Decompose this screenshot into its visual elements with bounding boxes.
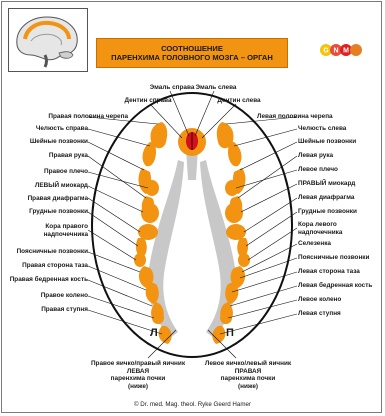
bottom-left-line-3: паренхима почки xyxy=(78,375,198,383)
left-label-right-shoulder: Правое плечо xyxy=(4,168,88,175)
right-label-left-knee: Левое колено xyxy=(298,296,341,303)
side-letter-right: П xyxy=(226,330,234,337)
left-label-adrenal-1: Кора правого xyxy=(4,223,88,230)
left-label-right-diaphragm: Правая диафрагма xyxy=(4,195,88,202)
left-label-right-femur: Правая бедренная кость xyxy=(4,276,88,283)
bottom-right-line-4: (ниже) xyxy=(192,383,304,391)
dentin-right-label: Дентин справа xyxy=(112,97,184,104)
bottom-left-line-1: Правое яичко/правый яичник xyxy=(78,360,198,368)
left-diaphragm-relay xyxy=(226,224,246,240)
bottom-right-line-2: ПРАВАЯ xyxy=(192,368,304,376)
right-label-right-myocard: ПРАВЫЙ миокард xyxy=(298,180,355,187)
right-label-lumbar: Поясничные позвонки xyxy=(298,254,369,261)
right-label-left-foot: Левая ступня xyxy=(298,310,341,317)
right-label-left-diaphragm: Левая диафрагма xyxy=(298,194,354,201)
bottom-right-line-3: паренхима почки xyxy=(192,375,304,383)
bottom-left-line-4: (ниже) xyxy=(78,383,198,391)
bottom-right-line-1: Левое яичко/левый яичник xyxy=(192,360,304,368)
right-label-adrenal-2: надпочечника xyxy=(298,229,342,236)
left-label-right-jaw: Челюсть справа xyxy=(4,125,88,132)
right-diaphragm-relay xyxy=(138,224,158,240)
right-label-left-pelvis: Левая сторона таза xyxy=(298,268,360,275)
right-label-left-femur: Левая бедренная кость xyxy=(298,282,372,289)
left-label-cervical: Шейные позвонки xyxy=(4,138,88,145)
right-label-cervical: Шейные позвонки xyxy=(298,138,356,145)
left-label-lumbar: Поясничные позвонки xyxy=(4,248,88,255)
right-label-thoracic: Грудные позвонки xyxy=(298,208,357,215)
left-label-right-skull: Правая половина черепа xyxy=(4,113,128,120)
right-label-left-skull: Левая половина черепа xyxy=(257,113,333,120)
dentin-left-label: Дентин слева xyxy=(204,97,274,104)
side-letter-left: Л xyxy=(150,330,158,337)
left-label-right-arm: Правая рука xyxy=(4,152,88,159)
left-myocard-relay xyxy=(141,203,159,223)
left-label-right-knee: Правое колено xyxy=(4,292,88,299)
left-label-left-myocard: ЛЕВЫЙ миокард xyxy=(4,182,88,189)
left-label-right-foot: Правая ступня xyxy=(4,306,88,313)
copyright: © Dr. med. Mag. theol. Ryke Geerd Hamer xyxy=(0,401,385,408)
right-label-adrenal-1: Кора левого xyxy=(298,221,337,228)
right-myocard-relay xyxy=(225,203,243,223)
left-label-adrenal-2: надпочечника xyxy=(4,231,88,238)
right-label-left-jaw: Челюсть слева xyxy=(298,125,346,132)
bottom-left-line-2: ЛЕВАЯ xyxy=(78,368,198,376)
enamel-left-label: Эмаль слева xyxy=(186,84,246,91)
bottom-left-caption: Правое яичко/правый яичник ЛЕВАЯ паренхи… xyxy=(78,360,198,390)
left-knee-relay xyxy=(220,312,232,324)
right-label-left-shoulder: Левое плечо xyxy=(298,166,338,173)
left-label-thoracic: Грудные позвонки xyxy=(4,208,88,215)
bottom-right-caption: Левое яичко/левый яичник ПРАВАЯ паренхим… xyxy=(192,360,304,390)
right-label-spleen: Селезенка xyxy=(298,240,331,247)
right-label-left-arm: Левая рука xyxy=(298,152,333,159)
left-label-right-pelvis: Правая сторона таза xyxy=(4,262,88,269)
